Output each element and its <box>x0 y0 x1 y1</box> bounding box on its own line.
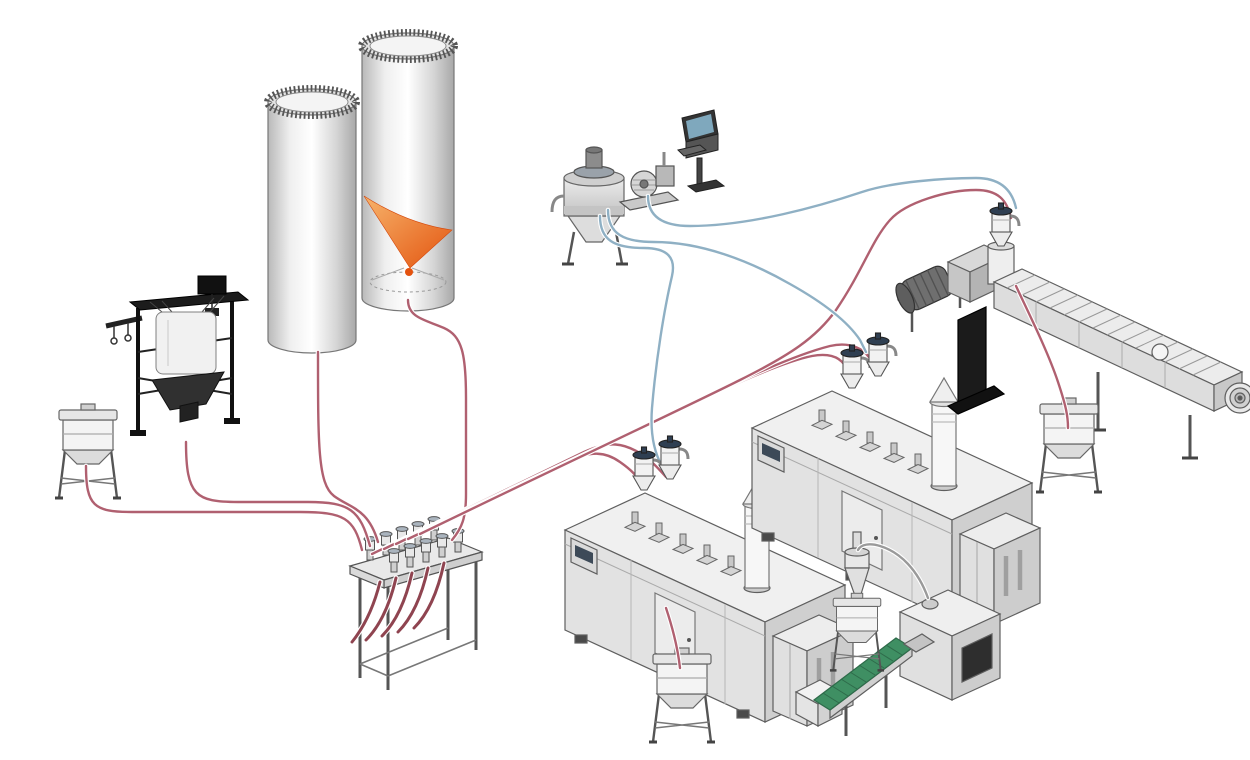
granulator <box>898 589 1002 701</box>
pipe-manifold-hose-1 <box>350 580 382 644</box>
hopper-loader <box>865 331 898 378</box>
pipe-dryer-to-molder2-loader <box>606 208 868 354</box>
cyclone-bin <box>828 592 886 672</box>
pipe-dryer-to-molder1-loaders <box>598 214 675 468</box>
pipe-pump-to-extruder-loader <box>646 176 1018 228</box>
pipe-bin-left-to-manifold <box>84 464 364 552</box>
silo-rim-hatch <box>264 85 360 119</box>
frame-posts <box>136 296 234 434</box>
material-cone <box>363 195 453 269</box>
silo-left <box>264 85 360 354</box>
hoist-trolley <box>197 275 227 295</box>
pipe-silo-b-to-manifold <box>406 298 468 542</box>
silo-right <box>358 29 458 312</box>
pipe-network <box>83 175 1071 671</box>
belt-conveyor <box>794 633 936 736</box>
vent-dome <box>1151 343 1169 361</box>
pipe-extruder-to-bin-b <box>1014 284 1070 430</box>
pipe-manifold-hose-5 <box>412 561 446 630</box>
pipe-granulator-to-cyclone <box>856 543 930 600</box>
bin-a <box>647 646 717 744</box>
keyboard-tray <box>677 144 708 157</box>
material-outlet-dot <box>405 268 413 276</box>
pipe-casing <box>405 297 469 543</box>
top-beam <box>128 291 250 311</box>
storage-silos <box>264 29 458 354</box>
pipe-silo-a-to-manifold <box>316 350 380 544</box>
pipe-casing <box>605 207 869 355</box>
hopper-loader <box>657 434 690 481</box>
pipe-manifold-hose-2 <box>364 576 398 642</box>
hopper-dryer <box>550 146 628 266</box>
pipe-casing <box>349 579 383 645</box>
pipe-bigbag-to-manifold <box>184 440 372 548</box>
bin-b <box>1034 396 1104 494</box>
pipe-manifold-hose-3 <box>380 571 414 638</box>
extruder-motor <box>895 265 954 314</box>
pipe-casing <box>83 463 365 553</box>
pipe-casing <box>183 439 373 549</box>
pipe-manifold-to-extruder-loader <box>418 188 1013 536</box>
bigbag-unloading-station <box>105 275 250 436</box>
discharge-hopper <box>151 371 225 411</box>
vacuum-pump <box>618 152 680 211</box>
pipe-manifold-hose-4 <box>396 566 430 634</box>
big-bag <box>155 311 217 375</box>
feed-chute <box>902 633 936 653</box>
pipe-molder1-to-bin-a <box>664 606 682 670</box>
control-panel <box>677 109 726 193</box>
cyclone-separator <box>844 531 870 606</box>
extruder-barrel <box>992 268 1244 386</box>
granulator-panel <box>961 633 993 683</box>
silo-rim-hatch <box>358 29 458 63</box>
extruder-line <box>895 241 1250 460</box>
panel-screen <box>686 114 714 139</box>
